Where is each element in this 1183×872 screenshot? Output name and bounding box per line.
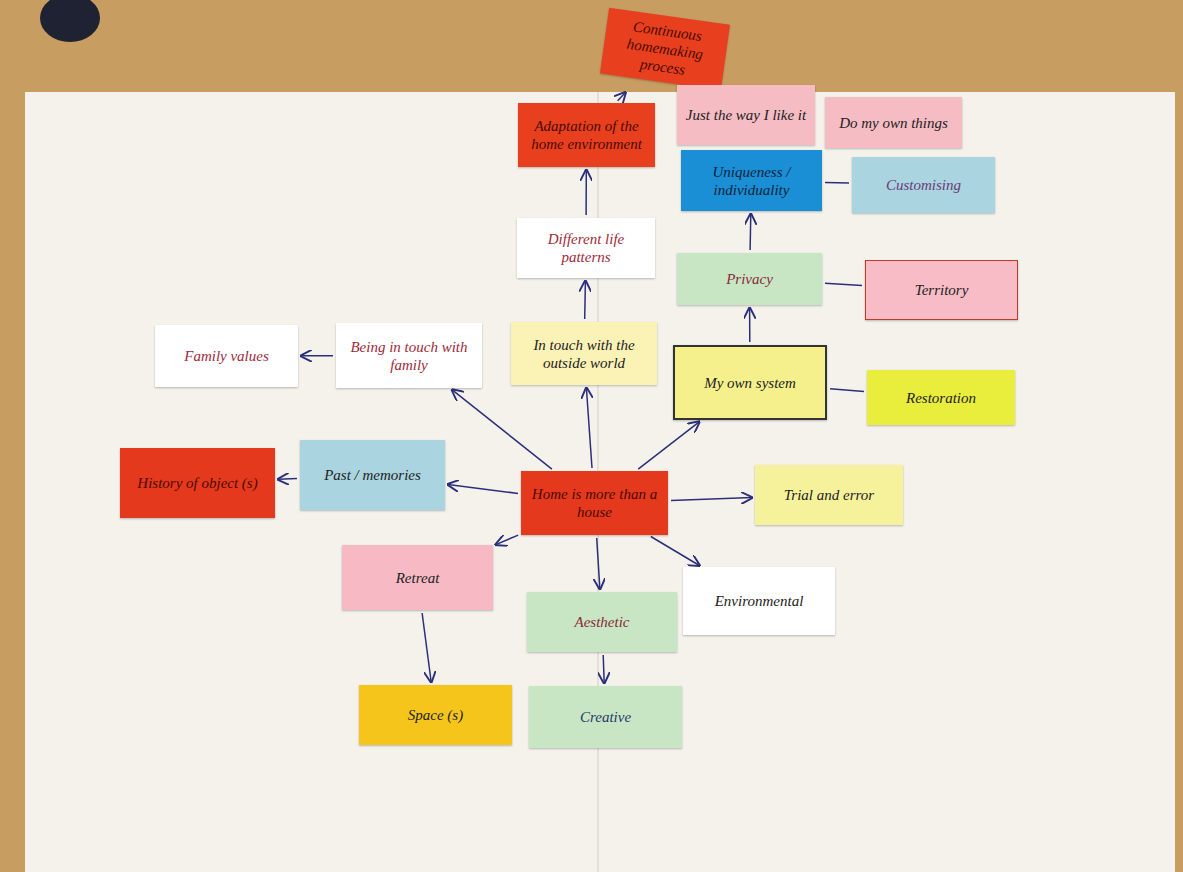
card-text: Home is more than a house xyxy=(529,485,660,521)
card-text: Uniqueness / individuality xyxy=(689,163,814,199)
card-text: Creative xyxy=(580,708,631,726)
card-text: Past / memories xyxy=(324,466,421,484)
card-text: Do my own things xyxy=(839,114,948,132)
connector-arrow xyxy=(496,535,518,545)
connector-arrow xyxy=(448,485,518,494)
card-text: Customising xyxy=(886,176,961,194)
card-text: Privacy xyxy=(726,270,773,288)
card-text: Adaptation of the home environment xyxy=(526,117,647,153)
note-card: Environmental xyxy=(683,567,835,635)
connector-arrow xyxy=(830,389,864,392)
card-text: Aesthetic xyxy=(575,613,630,631)
card-text: My own system xyxy=(704,374,796,392)
note-card: Privacy xyxy=(677,253,822,305)
note-card: Territory xyxy=(865,260,1018,320)
connector-arrow xyxy=(651,537,700,566)
card-text: Space (s) xyxy=(408,706,463,724)
note-card: Trial and error xyxy=(755,465,903,525)
connector-arrow xyxy=(671,498,752,501)
connector-arrow xyxy=(825,182,849,184)
note-card: Family values xyxy=(155,325,298,387)
connector-arrow xyxy=(422,613,431,682)
card-text: Trial and error xyxy=(784,486,874,504)
connector-arrow xyxy=(301,355,333,357)
card-text: Territory xyxy=(915,281,969,299)
card-text: In touch with the outside world xyxy=(519,336,649,372)
note-card: Continuous homemaking process xyxy=(600,8,730,90)
note-card: Do my own things xyxy=(825,97,962,148)
card-text: Family values xyxy=(184,347,269,365)
card-text: Different life patterns xyxy=(525,230,647,266)
connector-arrow xyxy=(586,388,592,468)
note-card: In touch with the outside world xyxy=(511,322,657,385)
connector-arrow xyxy=(603,655,604,683)
card-text: Continuous homemaking process xyxy=(609,15,721,83)
note-card: Uniqueness / individuality xyxy=(681,150,822,211)
connector-arrow xyxy=(749,308,751,342)
paper-sheet xyxy=(25,92,1175,872)
connector-arrow xyxy=(585,170,587,215)
note-card: Past / memories xyxy=(300,440,445,510)
card-text: Being in touch with family xyxy=(344,338,474,374)
note-card: Aesthetic xyxy=(527,592,677,652)
note-card: History of object (s) xyxy=(120,448,275,518)
connector-arrow xyxy=(749,214,751,250)
card-text: Restoration xyxy=(906,389,976,407)
connector-arrow xyxy=(638,422,699,469)
note-card: Home is more than a house xyxy=(521,471,668,535)
shoe xyxy=(40,0,100,42)
card-text: History of object (s) xyxy=(137,474,257,492)
connector-arrow xyxy=(584,281,586,319)
card-text: Retreat xyxy=(396,569,440,587)
connector-arrow xyxy=(278,478,297,480)
connector-arrow xyxy=(597,538,600,589)
note-card: Space (s) xyxy=(359,685,512,745)
connector-arrow xyxy=(618,92,626,100)
note-card: Customising xyxy=(852,157,995,213)
note-card: Restoration xyxy=(867,370,1015,425)
note-card: Adaptation of the home environment xyxy=(518,103,655,167)
note-card: Retreat xyxy=(342,545,493,610)
connector-arrow xyxy=(452,390,552,469)
card-text: Just the way I like it xyxy=(686,106,806,124)
note-card: Just the way I like it xyxy=(677,85,815,145)
connector-arrow xyxy=(825,283,862,285)
note-card: Different life patterns xyxy=(517,218,655,278)
note-card: My own system xyxy=(673,345,827,420)
note-card: Being in touch with family xyxy=(336,323,482,388)
note-card: Creative xyxy=(529,686,682,748)
card-text: Environmental xyxy=(715,592,804,610)
